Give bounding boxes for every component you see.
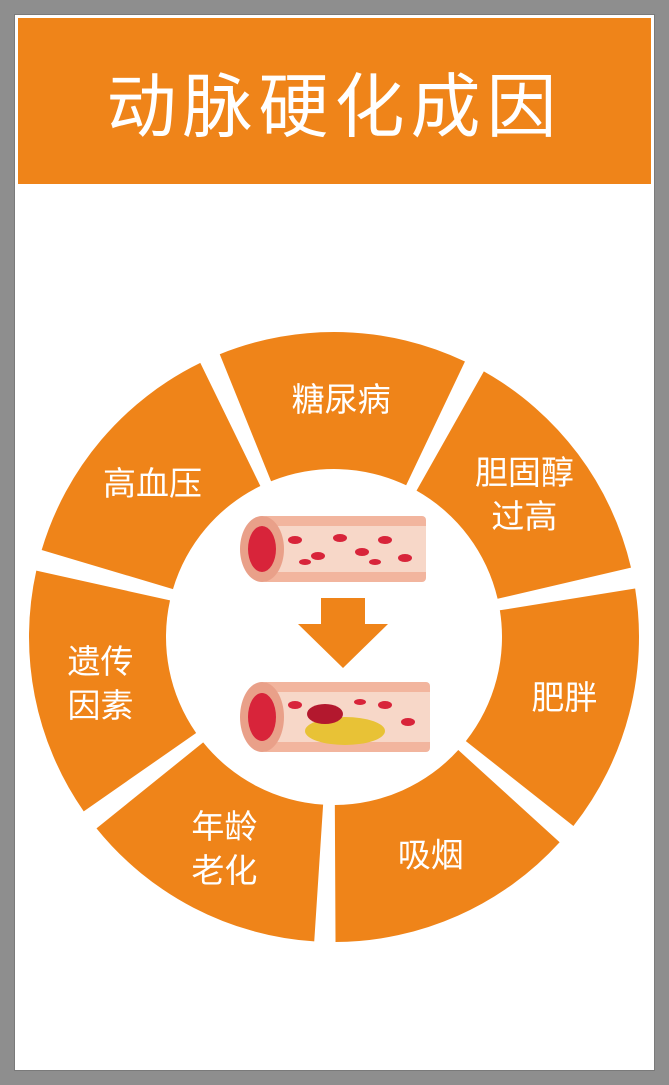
blood-cell	[299, 559, 311, 565]
label-high-cholesterol-line1: 胆固醇	[475, 453, 574, 492]
blood-clot	[307, 704, 343, 724]
clogged-artery-image	[240, 682, 430, 752]
blood-cell	[311, 552, 325, 560]
segment-smoking	[334, 750, 560, 942]
healthy-artery-blood	[248, 526, 276, 572]
segment-obesity	[465, 588, 639, 826]
blood-cell	[378, 701, 392, 709]
blood-cell	[288, 701, 302, 709]
segment-genetics	[28, 570, 197, 812]
label-aging-line2: 老化	[191, 851, 257, 890]
blood-cell	[398, 554, 412, 562]
blood-cell	[355, 548, 369, 556]
blood-cell	[401, 718, 415, 726]
blood-cells	[288, 699, 415, 726]
label-genetics-line1: 遗传	[67, 642, 133, 681]
label-high-cholesterol-line2: 过高	[491, 497, 557, 536]
down-arrow-icon	[298, 598, 388, 668]
segment-high-cholesterol	[416, 371, 632, 599]
blood-cell	[378, 536, 392, 544]
segments-group	[28, 332, 639, 942]
label-obesity: 肥胖	[531, 678, 597, 717]
blood-cells	[288, 534, 412, 565]
label-aging-line1: 年龄	[191, 807, 257, 846]
label-genetics-line2: 因素	[67, 686, 133, 725]
blood-cell	[369, 559, 381, 565]
blood-cell	[354, 699, 366, 705]
header-banner: 动脉硬化成因	[18, 18, 651, 184]
segment-aging	[96, 742, 324, 942]
segment-hypertension	[41, 362, 261, 590]
healthy-artery-lumen	[262, 526, 426, 572]
label-hypertension: 高血压	[103, 464, 202, 503]
blood-cell	[288, 536, 302, 544]
healthy-artery-image	[240, 516, 426, 582]
blood-cell	[333, 534, 347, 542]
clogged-artery-blood	[248, 693, 276, 741]
page-title: 动脉硬化成因	[106, 65, 563, 148]
label-smoking: 吸烟	[398, 835, 464, 874]
label-diabetes: 糖尿病	[292, 380, 391, 419]
segment-diabetes	[219, 332, 465, 486]
